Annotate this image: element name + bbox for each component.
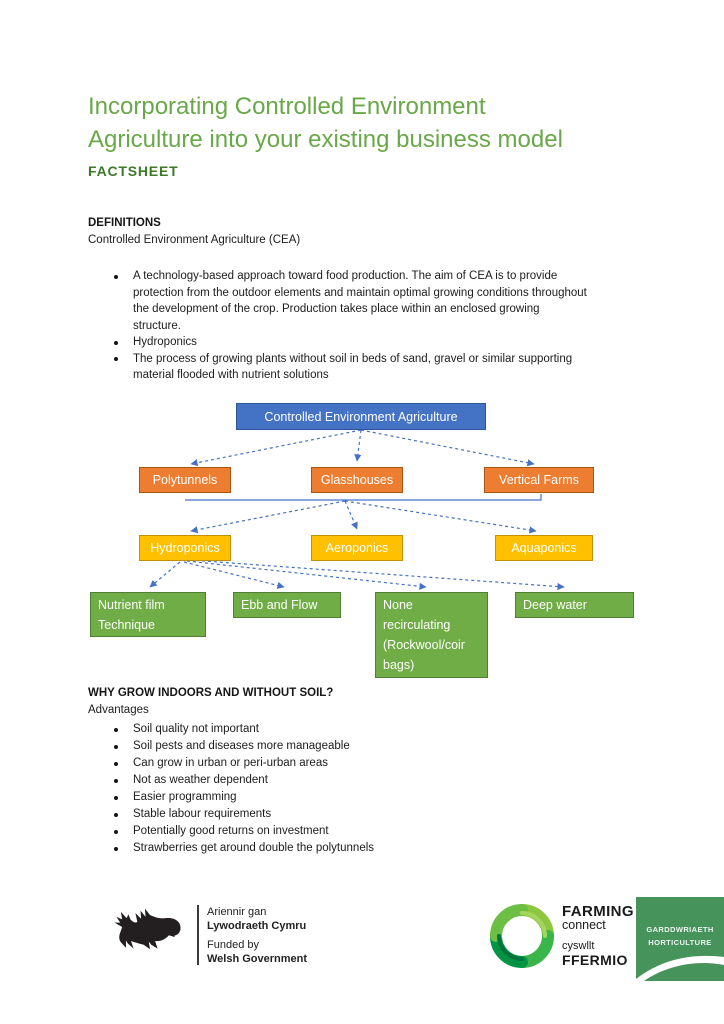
list-item: Strawberries get around double the polyt… (110, 840, 588, 857)
horticulture-label: HORTICULTURE (648, 938, 712, 947)
page-title: Incorporating Controlled Environment Agr… (88, 90, 653, 156)
diagram-node-nutrient-film: Nutrient film Technique (90, 592, 206, 637)
list-item: Soil pests and diseases more manageable (110, 738, 588, 755)
horticulture-badge: GARDDWRIAETH HORTICULTURE (636, 897, 724, 981)
list-item: Potentially good returns on investment (110, 823, 588, 840)
farming-label: FARMING (562, 903, 634, 920)
ffermio-label: FFERMIO (562, 952, 628, 968)
list-item: Hydroponics (110, 334, 588, 351)
funded-by-english: Funded by (207, 939, 259, 951)
diagram-node-deep-water: Deep water (515, 592, 634, 618)
list-item: Soil quality not important (110, 721, 588, 738)
diagram-node-vertical-farms: Vertical Farms (484, 467, 594, 493)
list-item: Stable labour requirements (110, 806, 588, 823)
connect-label: connect (562, 918, 606, 932)
welsh-government-english: Welsh Government (207, 953, 308, 965)
diagram-node-hydroponics: Hydroponics (139, 535, 231, 561)
diagram-node-aeroponics: Aeroponics (311, 535, 403, 561)
definitions-heading: DEFINITIONS (88, 217, 161, 229)
why-grow-bullet-list: Soil quality not important Soil pests an… (110, 721, 588, 857)
why-grow-heading: WHY GROW INDOORS AND WITHOUT SOIL? (88, 687, 334, 699)
welsh-dragon-icon (114, 908, 181, 950)
diagram-node-none-recirculating: None recirculating (Rockwool/coir bags) (375, 592, 488, 678)
definitions-bullet-list: A technology-based approach toward food … (110, 268, 588, 384)
why-grow-subheading: Advantages (88, 704, 149, 716)
horticulture-badge-text: GARDDWRIAETH HORTICULTURE (636, 897, 724, 949)
farming-connect-swirl-icon (490, 904, 554, 968)
garddwriaeth-label: GARDDWRIAETH (646, 925, 714, 934)
farming-connect-logo-text: FARMING connect cyswllt FFERMIO (562, 903, 634, 968)
page-title-line1: Incorporating Controlled Environment (88, 93, 486, 120)
list-item: The process of growing plants without so… (110, 351, 588, 384)
funded-by-welsh: Ariennir gan (207, 906, 267, 918)
welsh-government-logo-text: Ariennir gan Lywodraeth Cymru Funded by … (207, 905, 307, 966)
diagram-node-ebb-and-flow: Ebb and Flow (233, 592, 341, 618)
page-title-line2: Agriculture into your existing business … (88, 126, 563, 153)
factsheet-label: FACTSHEET (88, 163, 179, 179)
list-item: Not as weather dependent (110, 772, 588, 789)
definitions-lead: Controlled Environment Agriculture (CEA) (88, 234, 301, 246)
list-item: Can grow in urban or peri-urban areas (110, 755, 588, 772)
logo-divider (197, 905, 199, 965)
cyswllt-label: cyswllt (562, 940, 595, 952)
diagram-node-cea: Controlled Environment Agriculture (236, 403, 486, 430)
list-item: A technology-based approach toward food … (110, 268, 588, 334)
diagram-node-aquaponics: Aquaponics (495, 535, 593, 561)
diagram-node-polytunnels: Polytunnels (139, 467, 231, 493)
list-item: Easier programming (110, 789, 588, 806)
horticulture-swoosh-icon (636, 955, 724, 981)
diagram-node-glasshouses: Glasshouses (311, 467, 403, 493)
welsh-government-welsh: Lywodraeth Cymru (207, 920, 307, 932)
